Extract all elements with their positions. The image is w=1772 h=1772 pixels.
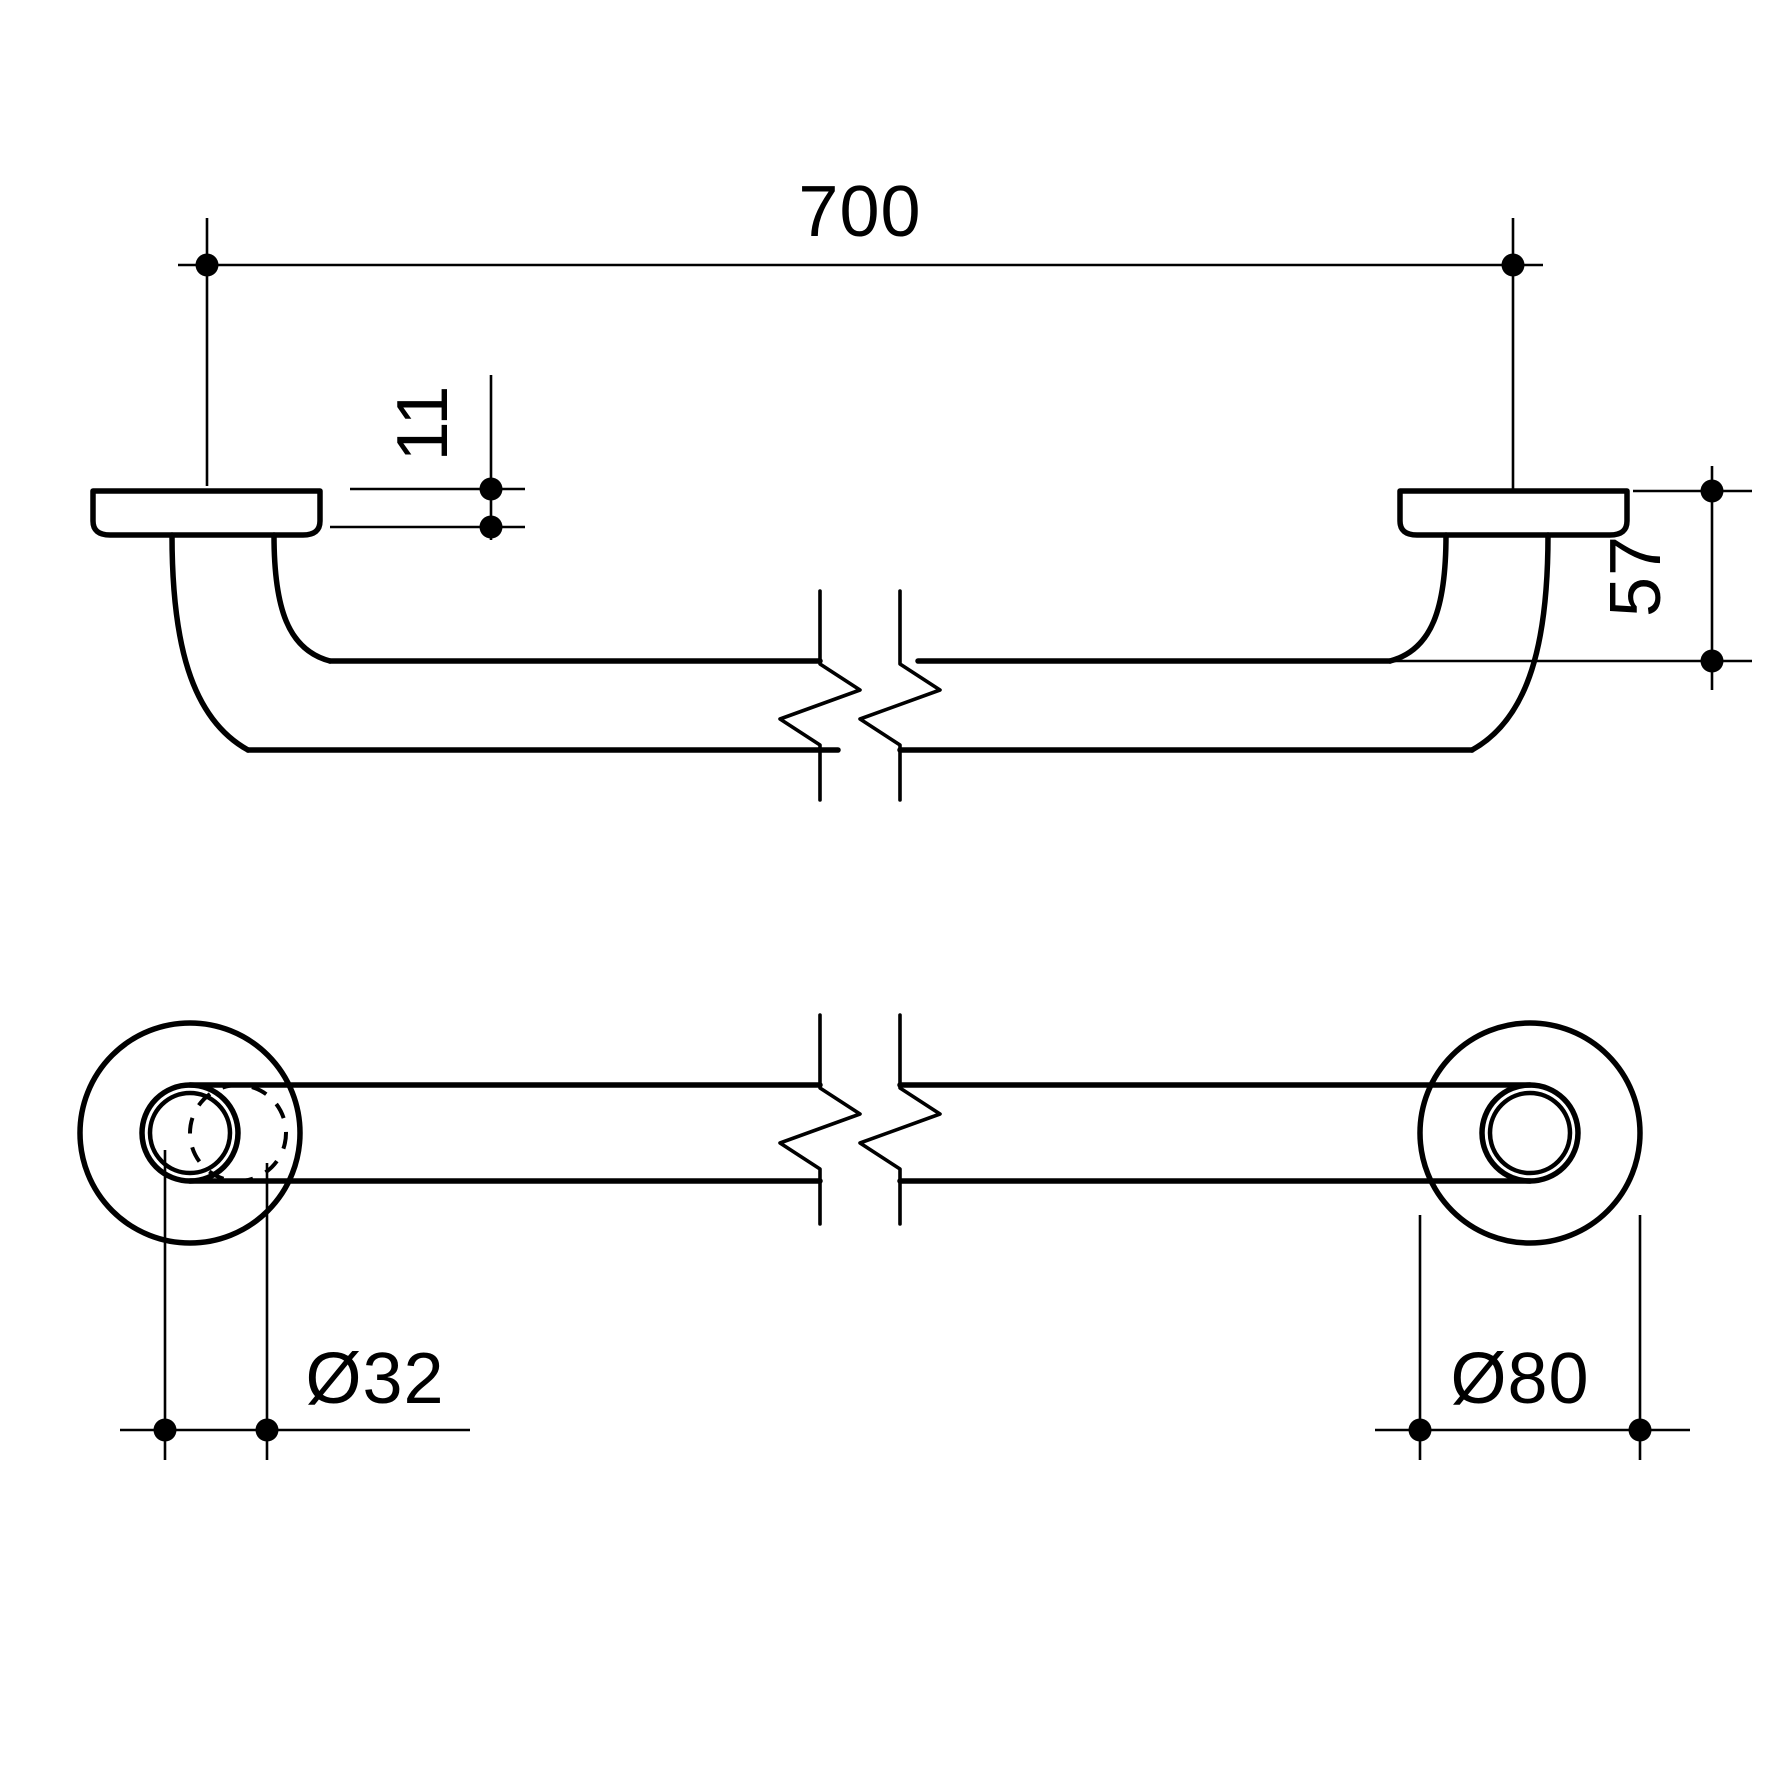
dimension-endpoint-dot-right xyxy=(255,1418,279,1442)
dimension-flange-diameter: Ø80 xyxy=(1375,1215,1690,1460)
plan-tube-body xyxy=(187,1082,1533,1184)
dimension-standoff-height: 57 xyxy=(1395,466,1752,690)
right-tube-bend xyxy=(897,532,1551,753)
break-zigzag-right xyxy=(858,1013,942,1226)
right-flange-profile xyxy=(1397,488,1630,538)
dimension-tube-diameter: Ø32 xyxy=(120,1150,470,1460)
left-tube-outer-wall xyxy=(169,532,251,753)
break-zigzag-left xyxy=(778,589,862,802)
dimension-flange-thickness: 11 xyxy=(330,375,525,540)
break-zigzag-left xyxy=(778,1013,862,1226)
left-tube-circle-inner xyxy=(147,1090,233,1176)
dimension-label-flange-thickness: 11 xyxy=(383,385,463,462)
dimension-endpoint-dot-bottom xyxy=(1700,649,1724,673)
dimension-endpoint-dot-left xyxy=(195,253,219,277)
dimension-endpoint-dot-top xyxy=(1700,479,1724,503)
right-tube-inner-wall xyxy=(1387,532,1449,664)
right-flange-circle-outer xyxy=(1417,1020,1643,1246)
right-flange xyxy=(1397,488,1630,538)
right-tube-circle-inner xyxy=(1487,1090,1573,1176)
left-flange xyxy=(90,488,323,538)
dimension-endpoint-dot-right xyxy=(1628,1418,1652,1442)
left-flange-circle-outer xyxy=(77,1020,303,1246)
left-tube-bend xyxy=(169,532,841,753)
right-tube-outer-wall xyxy=(1469,532,1551,753)
break-symbol-plan xyxy=(778,1013,942,1226)
dimension-endpoint-dot-top xyxy=(479,477,503,501)
dimension-endpoint-dot-right xyxy=(1501,253,1525,277)
dimension-endpoint-dot-left xyxy=(153,1418,177,1442)
dimension-endpoint-dot-left xyxy=(1408,1418,1432,1442)
elevation-view: 700 11 xyxy=(90,172,1752,802)
dimension-label-flange-diameter: Ø80 xyxy=(1450,1339,1589,1419)
break-zigzag-right xyxy=(858,589,942,802)
dimension-endpoint-dot-bottom xyxy=(479,515,503,539)
dimension-label-tube-diameter: Ø32 xyxy=(305,1339,444,1419)
dimension-label-overall-length: 700 xyxy=(798,172,921,252)
dimension-label-standoff-height: 57 xyxy=(1596,535,1676,617)
left-flange-profile xyxy=(90,488,323,538)
dimension-overall-length: 700 xyxy=(178,172,1543,490)
left-tube-inner-wall xyxy=(271,532,333,664)
plan-view: Ø32 Ø80 xyxy=(77,1013,1690,1460)
break-symbol-elevation xyxy=(778,589,942,802)
